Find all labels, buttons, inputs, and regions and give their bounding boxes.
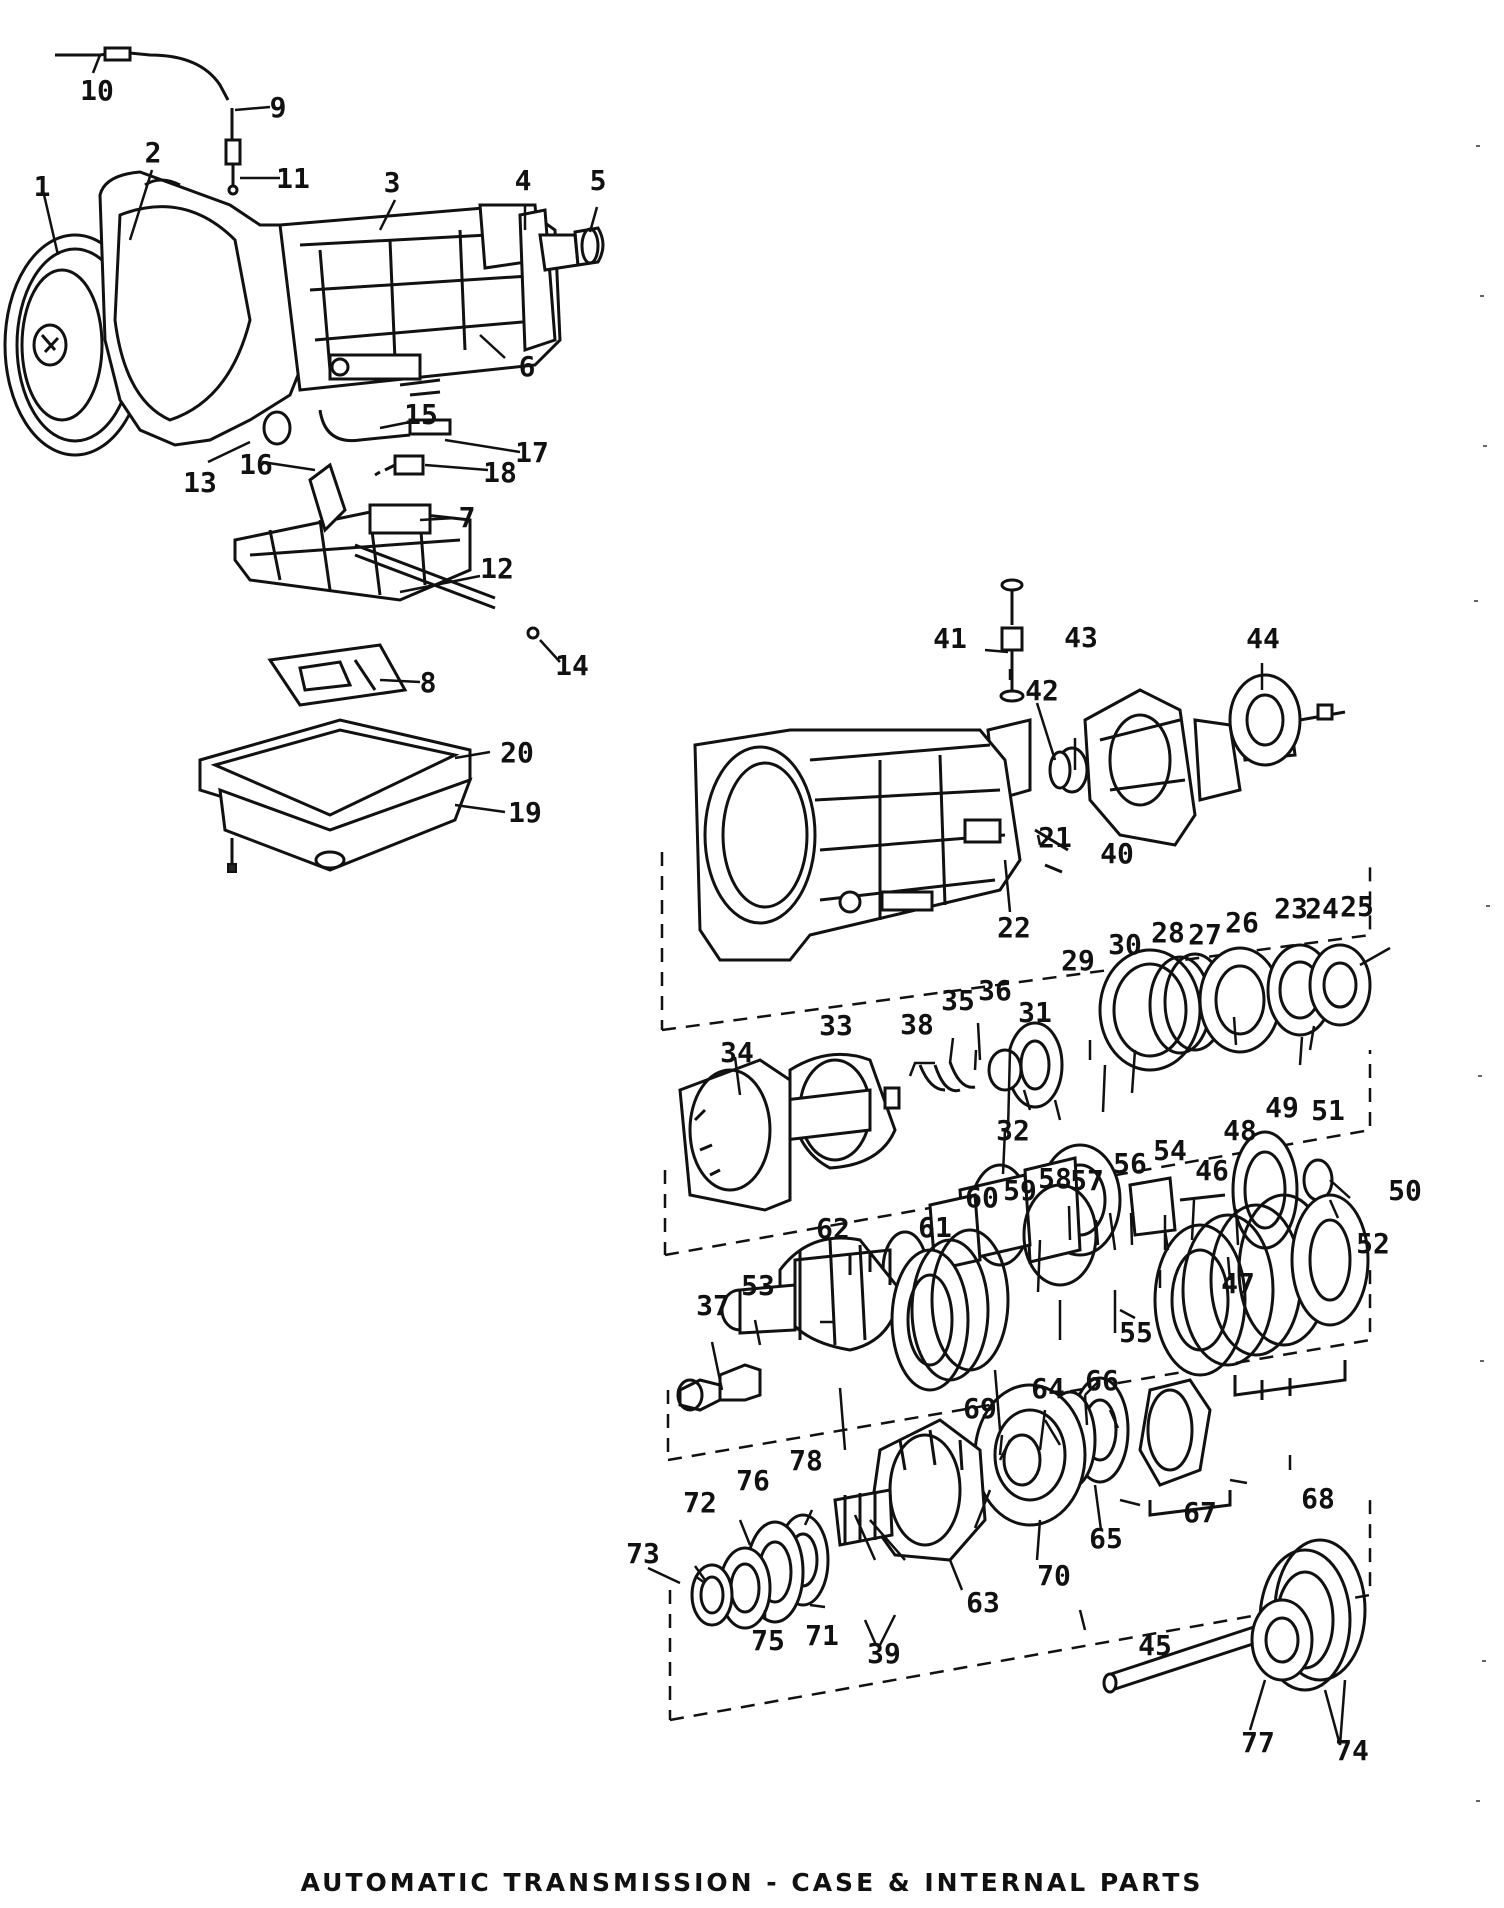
clutch-row-2 [678,1021,1064,1212]
callout-51: 51 [1311,1094,1345,1127]
callout-77: 77 [1241,1726,1275,1759]
callout-7: 7 [459,501,476,534]
callout-57: 57 [1070,1164,1104,1197]
callout-9: 9 [270,91,287,124]
callout-12: 12 [480,552,514,585]
scan-specks [1474,145,1490,1802]
callout-66: 66 [1085,1364,1119,1397]
callout-10: 10 [80,74,114,107]
callout-48: 48 [1223,1114,1257,1147]
gear-row-4 [690,1376,1232,1630]
callout-40: 40 [1100,837,1134,870]
callout-49: 49 [1265,1091,1299,1124]
separator-plate-gasket [267,643,408,707]
callout-4: 4 [515,164,532,197]
callout-73: 73 [626,1537,660,1570]
section-dashes [660,852,1372,1722]
callout-23: 23 [1274,892,1308,925]
callout-28: 28 [1151,916,1185,949]
callout-67: 67 [1183,1496,1217,1529]
callout-41: 41 [933,622,967,655]
callout-11: 11 [276,162,310,195]
diagram-title: AUTOMATIC TRANSMISSION - CASE & INTERNAL… [300,1868,1204,1897]
callout-42: 42 [1025,674,1059,707]
callout-21: 21 [1038,821,1072,854]
callout-63: 63 [966,1586,1000,1619]
callout-62: 62 [816,1212,850,1245]
manual-shaft [354,543,540,640]
callout-39: 39 [867,1637,901,1670]
callout-47: 47 [1221,1267,1255,1300]
leader-lines [40,54,1391,1746]
callout-65: 65 [1089,1522,1123,1555]
callout-55: 55 [1119,1316,1153,1349]
callout-54: 54 [1153,1134,1187,1167]
callout-71: 71 [805,1619,839,1652]
callout-44: 44 [1246,622,1280,655]
callout-33: 33 [819,1009,853,1042]
callout-3: 3 [384,166,401,199]
callout-69: 69 [963,1392,997,1425]
callout-6: 6 [519,350,536,383]
callout-64: 64 [1031,1372,1065,1405]
callout-75: 75 [751,1624,785,1657]
callout-46: 46 [1195,1154,1229,1187]
callout-27: 27 [1188,918,1222,951]
callout-52: 52 [1356,1227,1390,1260]
callout-72: 72 [683,1486,717,1519]
transmission-case-assembly [98,170,605,447]
callout-74: 74 [1335,1734,1369,1767]
callout-20: 20 [500,736,534,769]
callout-68: 68 [1301,1482,1335,1515]
clutch-pack-62 [793,1193,1370,1400]
callout-5: 5 [590,164,607,197]
callout-53: 53 [741,1269,775,1302]
callout-22: 22 [997,911,1031,944]
main-transmission-case [693,728,1069,962]
callout-59: 59 [1003,1174,1037,1207]
callout-26: 26 [1225,906,1259,939]
cable-assembly [55,46,242,196]
callout-1: 1 [34,170,51,203]
callout-16: 16 [239,448,273,481]
clutch-row-1 [1098,943,1372,1072]
callout-35: 35 [941,984,975,1017]
callout-24: 24 [1305,892,1339,925]
callout-70: 70 [1037,1559,1071,1592]
callout-61: 61 [918,1211,952,1244]
callout-14: 14 [555,649,589,682]
callout-17: 17 [515,436,549,469]
callout-34: 34 [720,1036,754,1069]
callout-29: 29 [1061,944,1095,977]
callout-18: 18 [483,456,517,489]
callout-25: 25 [1340,890,1374,923]
callout-38: 38 [900,1008,934,1041]
callout-56: 56 [1113,1147,1147,1180]
callout-36: 36 [978,974,1012,1007]
callout-15: 15 [404,398,438,431]
callout-numbers: 1 2 3 4 5 6 7 8 9 10 11 12 13 14 15 16 1… [34,74,1422,1767]
callout-13: 13 [183,466,217,499]
callout-8: 8 [420,666,437,699]
callout-58: 58 [1038,1162,1072,1195]
small-parts-top [262,378,452,477]
callout-50: 50 [1388,1174,1422,1207]
callout-43: 43 [1064,621,1098,654]
callout-2: 2 [145,136,162,169]
callout-60: 60 [965,1181,999,1214]
callout-32: 32 [996,1114,1030,1147]
callout-37: 37 [696,1289,730,1322]
output-shaft-group [1102,1538,1367,1694]
callout-45: 45 [1138,1629,1172,1662]
oil-pan [198,718,473,873]
callout-31: 31 [1018,996,1052,1029]
callout-78: 78 [789,1444,823,1477]
extension-housing-group [986,578,1346,847]
callout-76: 76 [736,1464,770,1497]
valve-body [233,462,472,602]
callout-30: 30 [1108,928,1142,961]
callout-19: 19 [508,796,542,829]
